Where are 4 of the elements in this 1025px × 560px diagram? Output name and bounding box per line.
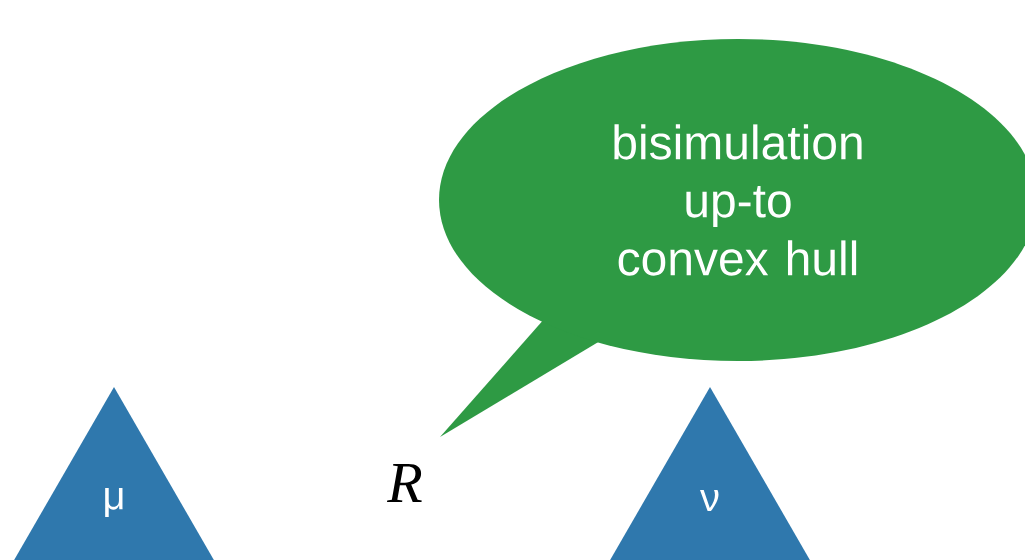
relation-symbol: R xyxy=(387,464,422,502)
speech-bubble: bisimulation up-to convex hull xyxy=(439,39,1025,437)
triangle: μ xyxy=(14,387,215,560)
triangle: ν xyxy=(610,387,811,560)
